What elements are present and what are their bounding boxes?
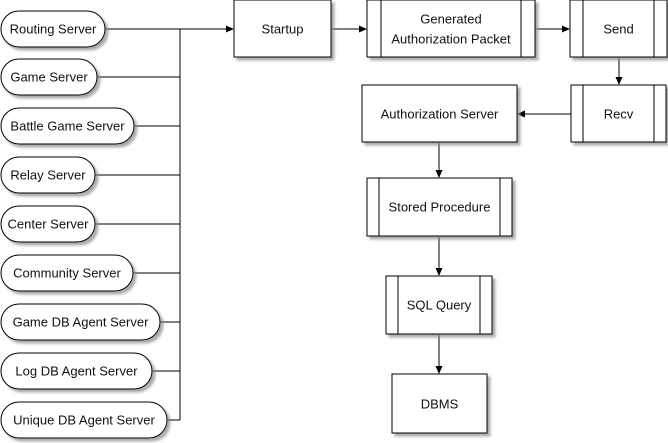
server-shape: [0, 205, 96, 243]
arrowhead-send: [562, 25, 570, 33]
server-shape: [0, 352, 153, 390]
server-node-game: Game Server: [0, 58, 180, 96]
step-box: [233, 0, 332, 58]
step-box: [391, 373, 488, 434]
server-node-unique-db-agent: Unique DB Agent Server: [0, 401, 180, 439]
step-stored-procedure: Stored Procedure: [366, 177, 513, 237]
step-sql-query: SQL Query: [385, 275, 493, 335]
step-generated-authorization-packet: Generated Authorization Packet: [366, 0, 536, 58]
step-label-line-2: Authorization Packet: [391, 32, 511, 47]
arrowhead-recv: [615, 77, 623, 85]
server-shape: [0, 156, 96, 194]
server-shape: [0, 401, 168, 439]
step-label: Recv: [604, 107, 634, 122]
step-authorization-server: Authorization Server: [361, 84, 518, 143]
server-list: Routing Server Game Server Battle Game S…: [0, 10, 180, 439]
step-label: Authorization Server: [381, 107, 499, 122]
step-startup: Startup: [233, 0, 332, 58]
server-node-relay: Relay Server: [0, 156, 180, 194]
server-shape: [0, 10, 106, 48]
step-label: Send: [603, 22, 633, 37]
arrowhead-dbms: [435, 366, 443, 374]
step-box: [570, 84, 667, 143]
step-box: [366, 177, 513, 237]
server-node-log-db-agent: Log DB Agent Server: [0, 352, 180, 390]
server-node-routing: Routing Server: [0, 10, 180, 48]
arrowhead-generated: [359, 25, 367, 33]
step-box: [366, 0, 536, 58]
arrowhead-sp: [435, 170, 443, 178]
server-label: Community Server: [13, 266, 121, 281]
step-label: Startup: [262, 22, 304, 37]
step-label-line-1: Generated: [420, 12, 481, 27]
step-box: [361, 84, 518, 143]
process-steps: Startup Generated Authorization Packet S…: [233, 0, 668, 434]
server-label: Game DB Agent Server: [13, 315, 150, 330]
server-label: Log DB Agent Server: [15, 364, 138, 379]
server-label: Battle Game Server: [10, 119, 125, 134]
step-box: [385, 275, 493, 335]
server-label: Routing Server: [10, 22, 97, 37]
arrowhead-sql: [435, 268, 443, 276]
server-label: Relay Server: [10, 168, 86, 183]
server-shape: [0, 254, 134, 292]
server-shape: [0, 107, 135, 145]
server-shape: [0, 303, 161, 341]
server-shape: [0, 58, 98, 96]
step-box: [569, 0, 668, 58]
server-node-center: Center Server: [0, 205, 180, 243]
server-node-community: Community Server: [0, 254, 180, 292]
arrowhead-startup: [226, 25, 234, 33]
server-node-battle-game: Battle Game Server: [0, 107, 180, 145]
server-node-game-db-agent: Game DB Agent Server: [0, 303, 180, 341]
server-label: Game Server: [10, 70, 88, 85]
step-label: DBMS: [421, 397, 459, 412]
server-label: Center Server: [8, 217, 90, 232]
step-recv: Recv: [570, 84, 667, 143]
step-send: Send: [569, 0, 668, 58]
step-dbms: DBMS: [391, 373, 488, 434]
server-label: Unique DB Agent Server: [13, 413, 155, 428]
arrowhead-auth: [517, 110, 525, 118]
step-label: Stored Procedure: [389, 200, 491, 215]
step-label: SQL Query: [407, 298, 472, 313]
